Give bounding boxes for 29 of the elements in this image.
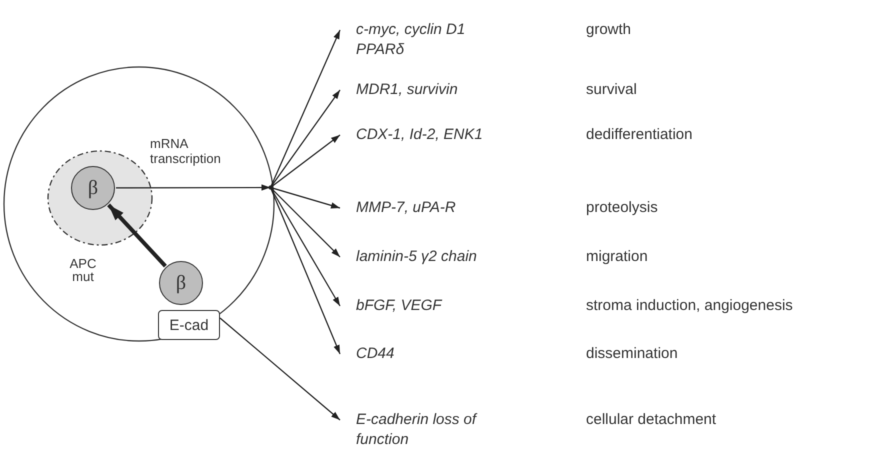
gene-names: laminin-5 γ2 chain — [356, 247, 477, 267]
arrow — [116, 184, 270, 191]
arrow — [270, 90, 340, 188]
arrow — [107, 204, 167, 268]
function-label: dedifferentiation — [586, 125, 692, 145]
arrow — [270, 134, 340, 188]
arrow — [270, 187, 341, 306]
function-label: survival — [586, 80, 637, 100]
gene-names: CD44 — [356, 344, 394, 364]
function-label: proteolysis — [586, 198, 658, 218]
membrane-protein-box: E-cad — [158, 310, 220, 340]
arrow — [220, 318, 340, 420]
gene-names: E-cadherin loss of function — [356, 410, 478, 450]
gene-names: c-myc, cyclin D1 PPARδ — [356, 20, 466, 60]
gene-names: MDR1, survivin — [356, 80, 458, 100]
function-label: dissemination — [586, 344, 678, 364]
arrow — [270, 187, 340, 258]
mutation-label: APC mut — [68, 257, 98, 283]
arrow — [270, 187, 341, 354]
gene-names: CDX-1, Id-2, ENK1 — [356, 125, 483, 145]
function-label: migration — [586, 247, 648, 267]
function-label: growth — [586, 20, 632, 40]
arrow — [270, 30, 341, 188]
protein-circle: β — [159, 261, 203, 305]
function-label: cellular detachment — [586, 410, 716, 430]
function-label: stroma induction, angiogenesis — [586, 296, 793, 316]
arrow — [270, 186, 340, 209]
gene-names: MMP-7, uPA-R — [356, 198, 456, 218]
gene-names: bFGF, VEGF — [356, 296, 442, 316]
